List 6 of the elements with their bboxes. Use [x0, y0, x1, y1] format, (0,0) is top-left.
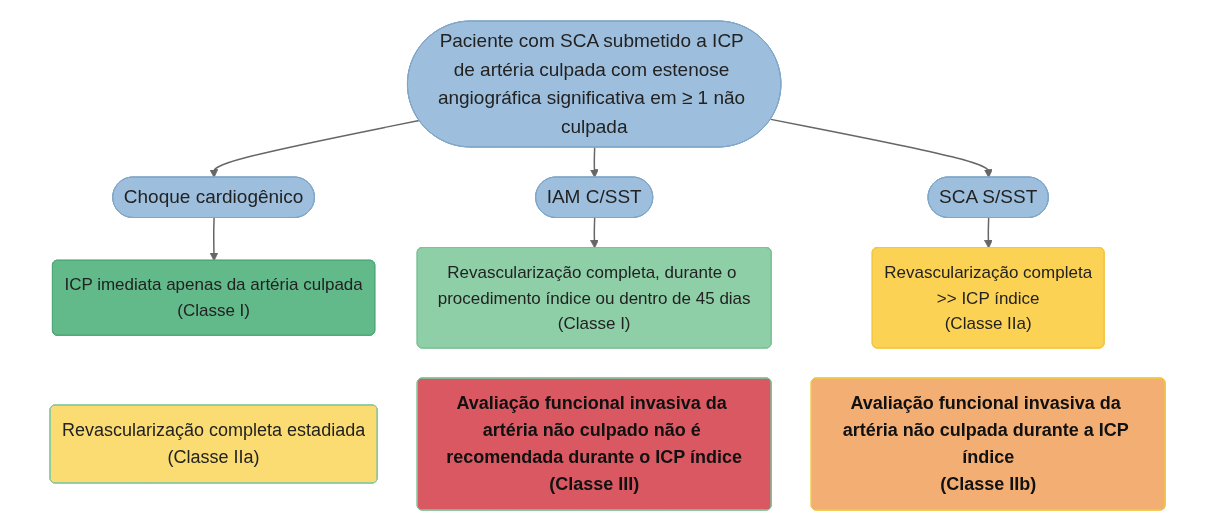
arrow	[983, 216, 993, 248]
arrow	[589, 146, 599, 178]
arrow	[209, 119, 420, 178]
arrow	[209, 216, 219, 261]
arrow	[770, 118, 993, 178]
arrow	[589, 216, 599, 248]
